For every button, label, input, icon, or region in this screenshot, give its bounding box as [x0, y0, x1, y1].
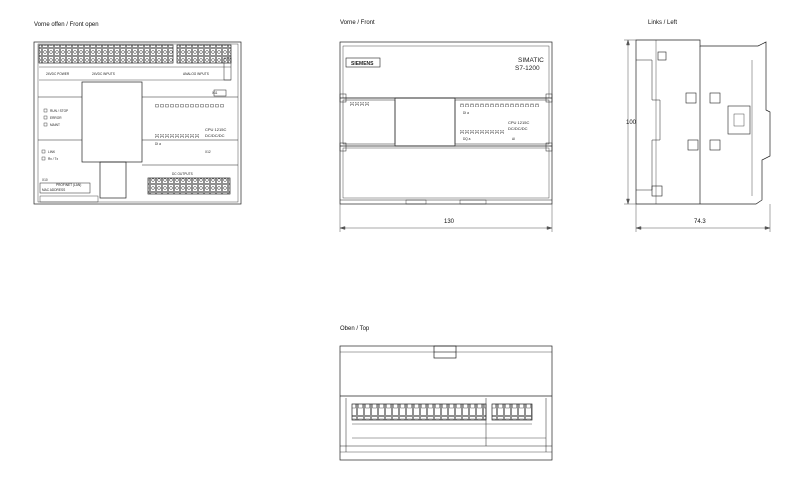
front-open-error-text: ERROR [50, 116, 62, 120]
front-cpu-name: CPU 1215C [508, 120, 529, 125]
front-open-x11-text: X11 [212, 91, 218, 95]
view-label-left: Links / Left [648, 20, 678, 26]
front-open-view [33, 41, 242, 205]
front-open-ai-text: ANALOG INPUTS [183, 72, 209, 76]
front-cpu-type: DC/DC/DC [508, 126, 528, 131]
front-open-mac-text: MAC ADDRESS [42, 188, 65, 192]
view-label-front-open: Vorne offen / Front open [34, 22, 99, 28]
left-view [635, 39, 771, 205]
front-product-line2: S7-1200 [515, 65, 540, 72]
front-open-rxtx-text: Rx / Tx [48, 157, 58, 161]
dimension-depth-74-3: 74.3 [694, 219, 706, 225]
front-width-dimension [339, 204, 553, 232]
dimension-height-100: 100 [626, 120, 637, 126]
front-view [339, 41, 553, 205]
front-texts: SIEMENS SIMATIC S7-1200 CPU 1215C DC/DC/… [351, 57, 544, 141]
front-open-maint-text: MAINT [50, 123, 60, 127]
front-product-line1: SIMATIC [518, 57, 544, 64]
front-open-di-text: DI a [155, 142, 161, 146]
front-open-texts: 24VDC POWER 24VDC INPUTS ANALOG INPUTS X… [42, 72, 226, 192]
left-dimensions [624, 39, 771, 232]
front-open-cpu-name: CPU 1215C [205, 127, 226, 132]
top-view [339, 345, 553, 461]
front-open-profinet-text: PROFINET (LAN) [56, 183, 81, 187]
front-ai-text: AI [512, 137, 515, 141]
front-open-run-stop-text: RUN / STOP [50, 109, 68, 113]
front-dq-text: DQ a [463, 137, 471, 141]
view-label-top: Oben / Top [340, 326, 370, 332]
front-open-cpu-type: DC/DC/DC [205, 133, 225, 138]
front-open-link-text: LINK [48, 150, 56, 154]
view-label-front: Vorne / Front [340, 20, 375, 26]
front-open-dc-outputs-text: DC OUTPUTS [172, 172, 193, 176]
front-open-x10-text: X10 [42, 178, 48, 182]
front-brand-text: SIEMENS [351, 61, 374, 67]
front-di-text: DI a [463, 111, 469, 115]
front-open-power-text: 24VDC POWER [46, 72, 70, 76]
dimension-width-130: 130 [444, 219, 455, 225]
front-open-inputs-text: 24VDC INPUTS [92, 72, 115, 76]
front-open-x12-text: X12 [205, 150, 211, 154]
